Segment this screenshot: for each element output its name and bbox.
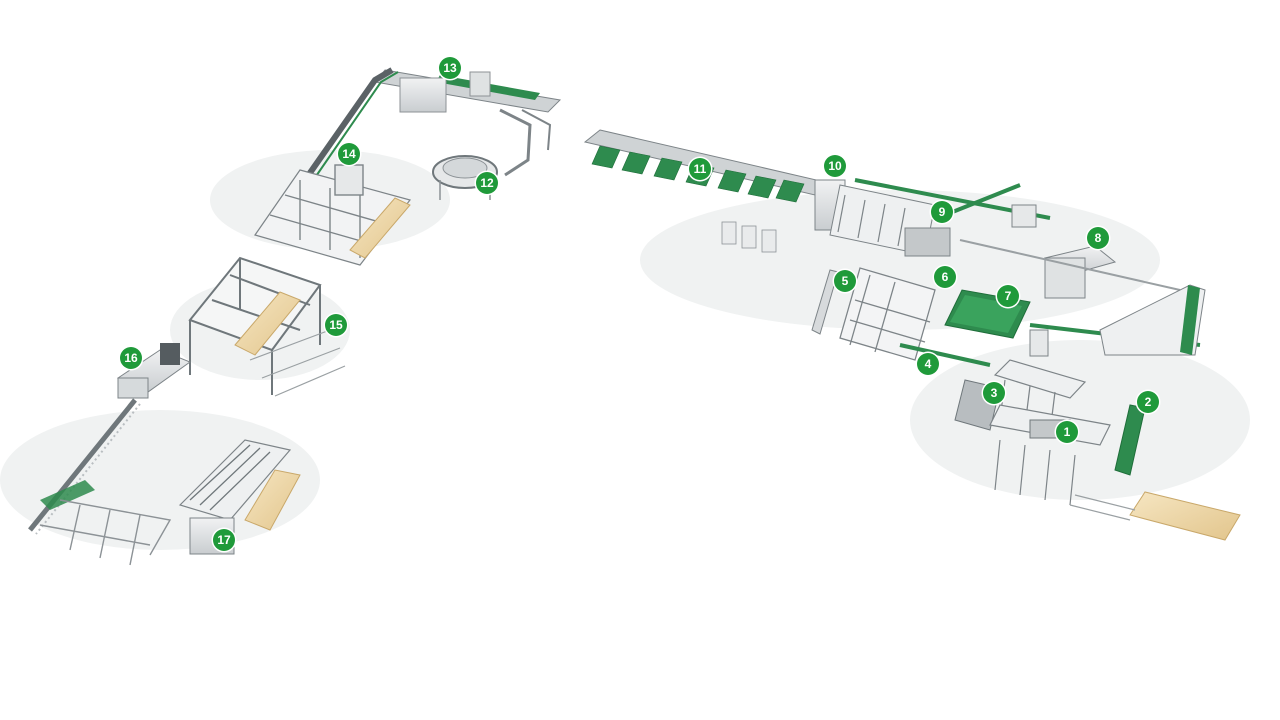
station-8-machine xyxy=(959,239,1181,299)
l-conveyor-rail xyxy=(302,67,399,183)
wood-stack xyxy=(1129,491,1241,541)
station-marker-8[interactable]: 8 xyxy=(1087,227,1109,249)
station-4-conveyor xyxy=(899,343,991,367)
station-marker-10[interactable]: 10 xyxy=(824,155,846,177)
station-marker-2[interactable]: 2 xyxy=(1137,391,1159,413)
station-marker-16[interactable]: 16 xyxy=(120,347,142,369)
station-7-output-conveyor xyxy=(1029,284,1206,357)
station-marker-6[interactable]: 6 xyxy=(934,266,956,288)
station-5-6-frame xyxy=(839,267,936,361)
station-marker-7[interactable]: 7 xyxy=(997,285,1019,307)
station-10-9-area xyxy=(814,178,1051,257)
station-15-wood xyxy=(234,291,301,356)
station-15-rails xyxy=(249,329,346,397)
station-marker-9[interactable]: 9 xyxy=(931,201,953,223)
station-marker-12[interactable]: 12 xyxy=(476,172,498,194)
station-marker-17[interactable]: 17 xyxy=(213,529,235,551)
cross-transfer-frame xyxy=(39,499,172,566)
long-roller-conveyor xyxy=(28,398,141,535)
station-marker-1[interactable]: 1 xyxy=(1056,421,1078,443)
station-16-machine xyxy=(116,343,192,399)
station-marker-15[interactable]: 15 xyxy=(325,314,347,336)
station-marker-13[interactable]: 13 xyxy=(439,57,461,79)
station-1-outfeed-rails xyxy=(1069,494,1136,521)
station-marker-14[interactable]: 14 xyxy=(338,143,360,165)
floor-shadows xyxy=(0,150,1250,550)
station-marker-4[interactable]: 4 xyxy=(917,353,939,375)
station-marker-5[interactable]: 5 xyxy=(834,270,856,292)
station-marker-3[interactable]: 3 xyxy=(983,382,1005,404)
station-marker-11[interactable]: 11 xyxy=(689,158,711,180)
station-14-area xyxy=(254,164,412,266)
station-15-gantry xyxy=(188,256,322,395)
